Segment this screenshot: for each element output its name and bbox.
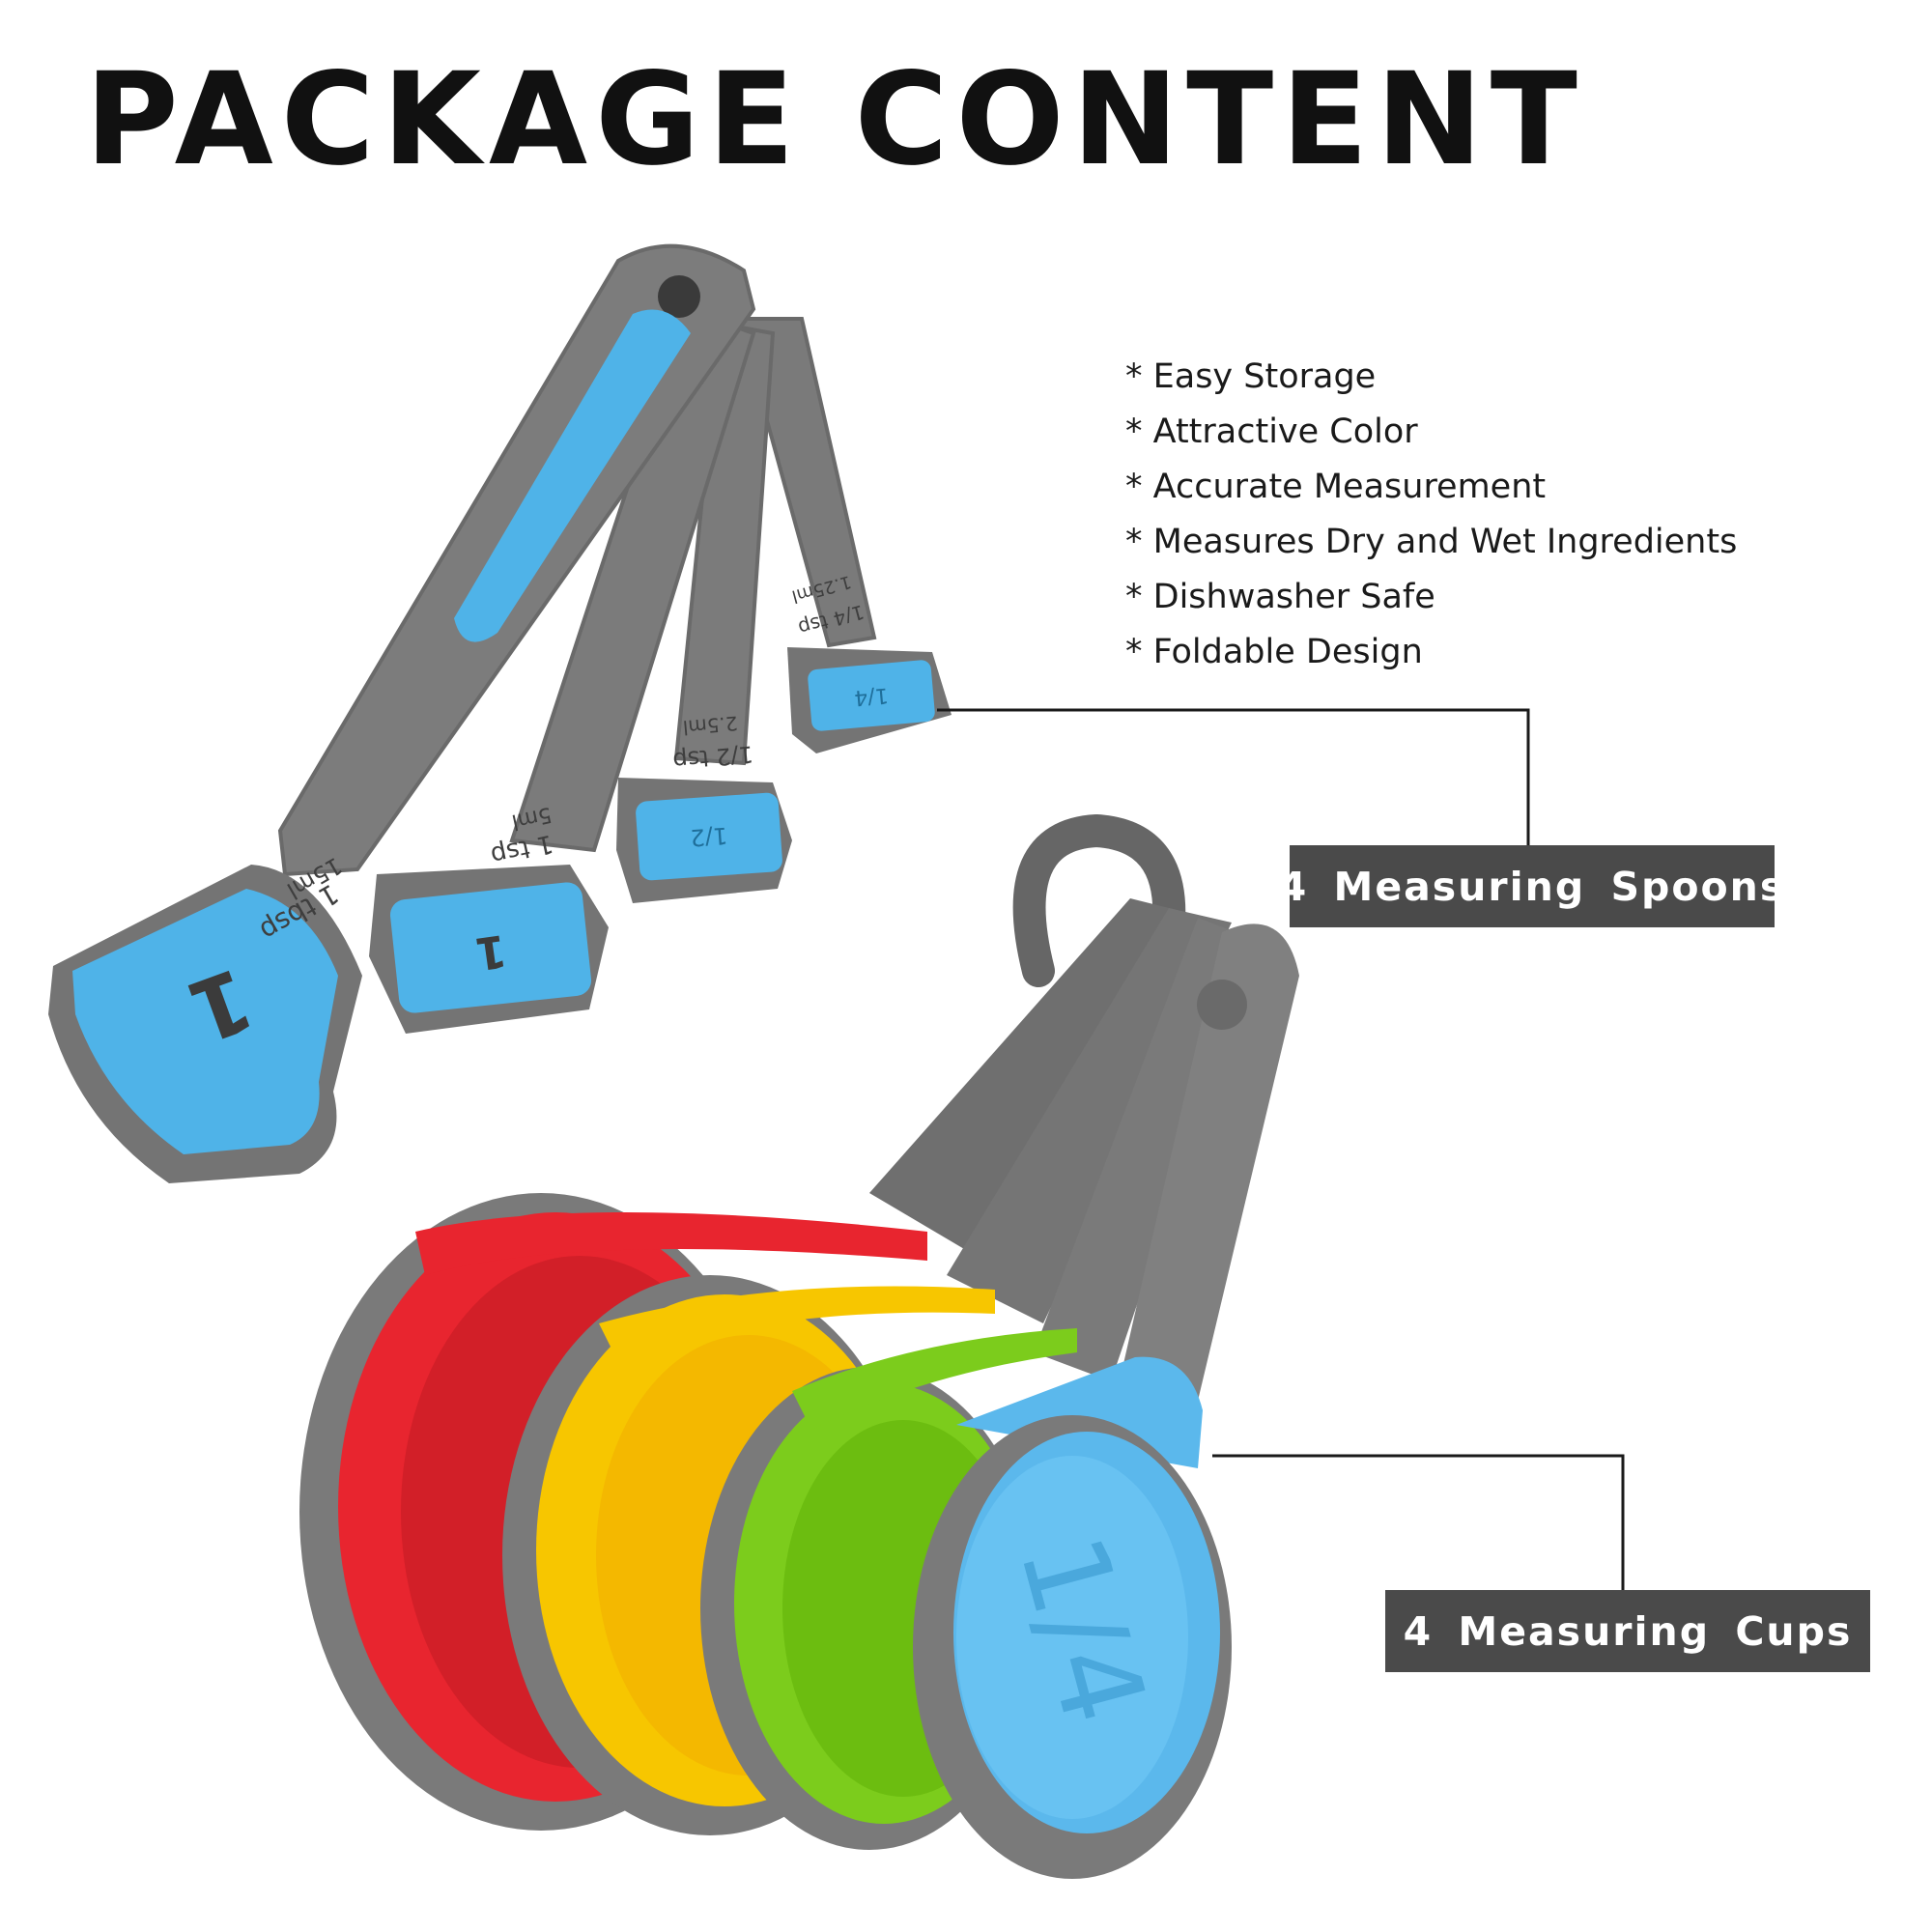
spoon-grip	[454, 309, 691, 642]
feature-list: * Easy Storage * Attractive Color * Accu…	[1125, 350, 1737, 680]
page-title: PACKAGE CONTENT	[85, 45, 1585, 194]
cup-blue: 1/4	[913, 1356, 1232, 1879]
measuring-cups: 1/4	[299, 813, 1299, 1879]
feature-item: * Foldable Design	[1125, 633, 1423, 671]
spoon-half-tsp: 1/2 1/2 tsp 2.5ml	[616, 321, 792, 903]
cups-callout-label: 4 Measuring Cups	[1385, 1590, 1870, 1672]
feature-item: * Easy Storage	[1125, 357, 1377, 396]
spoon-bowl-label: 1/4	[853, 683, 889, 710]
feature-item: * Attractive Color	[1125, 412, 1418, 451]
feature-item: * Accurate Measurement	[1125, 468, 1547, 506]
spoons-callout-label: 4 Measuring Spoons	[1279, 845, 1783, 927]
measuring-spoons: 1/4 1/4 tsp 1.25ml 1/2 1/2 tsp 2.5ml 1 1…	[48, 243, 952, 1183]
feature-item: * Dishwasher Safe	[1125, 578, 1435, 616]
spoons-callout-line	[937, 708, 1530, 845]
spoon-bowl-label: 1/2	[690, 822, 728, 852]
hang-hole-icon	[658, 275, 700, 318]
spoon-quarter-tsp: 1/4 1/4 tsp 1.25ml	[736, 317, 952, 753]
spoon-size-label: 1 tsp	[488, 829, 555, 870]
hanging-ring	[1012, 813, 1186, 987]
cups-callout-line	[1212, 1454, 1625, 1590]
handle-knob	[1197, 980, 1247, 1030]
feature-item: * Measures Dry and Wet Ingredients	[1125, 523, 1738, 561]
spoon-bowl-label: 1	[472, 924, 510, 980]
spoon-one-tsp: 1 1 tsp 5ml	[369, 306, 756, 1034]
spoon-one-tbsp: 1 1 tbsp 15ml	[48, 243, 756, 1183]
spoon-volume-label: 2.5ml	[682, 712, 739, 740]
